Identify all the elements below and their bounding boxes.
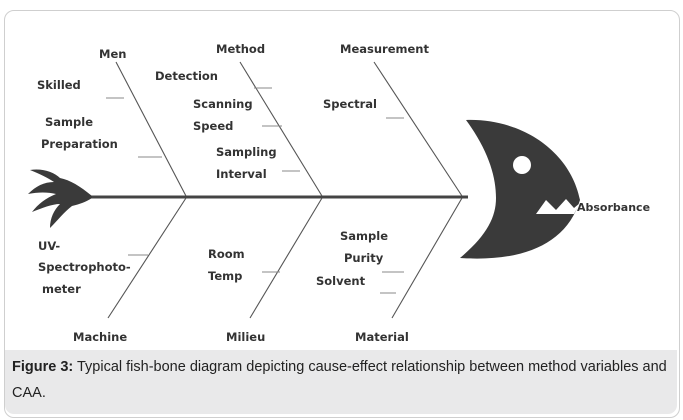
cause-room-temp: Temp [208,269,242,283]
fishbone-diagram: Men Method Measurement Machine Milieu Ma… [0,0,683,350]
cause-sampling: Interval [216,167,267,181]
bone-measurement [374,62,462,196]
category-men: Men [99,47,126,61]
caption-label: Figure 3: [12,359,73,375]
cause-uv: meter [42,282,81,296]
caption-text: Typical fish-bone diagram depicting caus… [12,359,667,401]
cause-sampling: Sampling [216,145,277,159]
fish-tail-icon [28,169,92,228]
category-milieu: Milieu [226,330,265,344]
cause-room-temp: Room [208,247,245,261]
cause-spectral: Spectral [323,97,377,111]
category-material: Material [355,330,409,344]
cause-sample-prep: Sample [45,115,93,129]
category-machine: Machine [73,330,127,344]
effect-label: Absorbance [577,201,650,214]
cause-scanning: Speed [193,119,233,133]
cause-sample-prep: Preparation [41,137,118,151]
bone-material [392,198,462,318]
bone-machine [108,198,186,318]
cause-skilled: Skilled [37,78,81,92]
cause-uv: Spectrophoto- [38,260,131,274]
category-measurement: Measurement [340,42,429,56]
cause-detection: Detection [155,69,218,83]
cause-sample-purity: Sample [340,229,388,243]
bone-milieu [250,198,322,318]
fish-eye-icon [513,156,531,174]
cause-sample-purity: Purity [344,251,384,265]
category-method: Method [216,42,265,56]
cause-solvent: Solvent [316,274,366,288]
cause-uv: UV- [38,239,60,253]
figure-caption: Figure 3: Typical fish-bone diagram depi… [12,354,672,406]
cause-scanning: Scanning [193,97,253,111]
fish-head-icon [460,120,580,259]
